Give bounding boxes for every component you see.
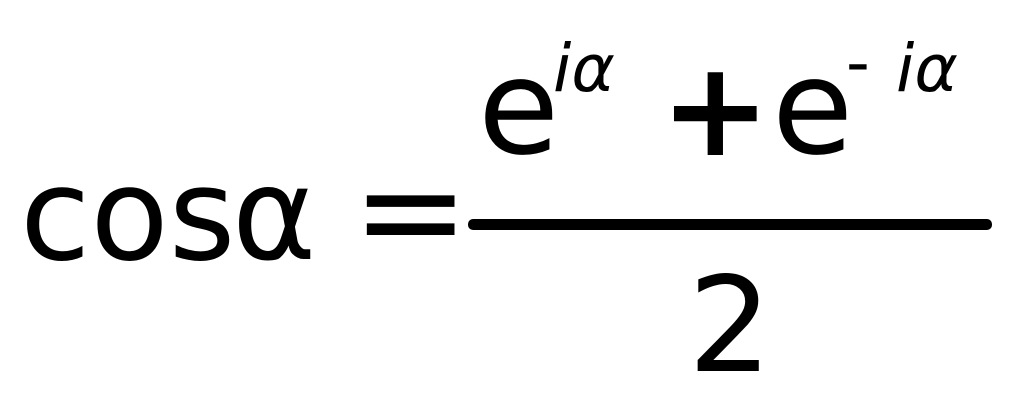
numerator-term1-base: e: [478, 31, 560, 185]
plus-operator: +: [660, 33, 771, 187]
fraction-bar: [468, 219, 992, 230]
lhs-function: cos: [20, 141, 236, 290]
numerator-term1-exponent: iα: [553, 30, 615, 107]
denominator: 2: [688, 249, 772, 403]
lhs-variable: α: [232, 141, 317, 290]
numerator-term2-base: e: [772, 31, 854, 185]
equals-sign: =: [352, 130, 470, 293]
numerator-term2-exponent-sign: -: [846, 24, 870, 101]
numerator-term2-exponent: iα: [896, 30, 958, 107]
